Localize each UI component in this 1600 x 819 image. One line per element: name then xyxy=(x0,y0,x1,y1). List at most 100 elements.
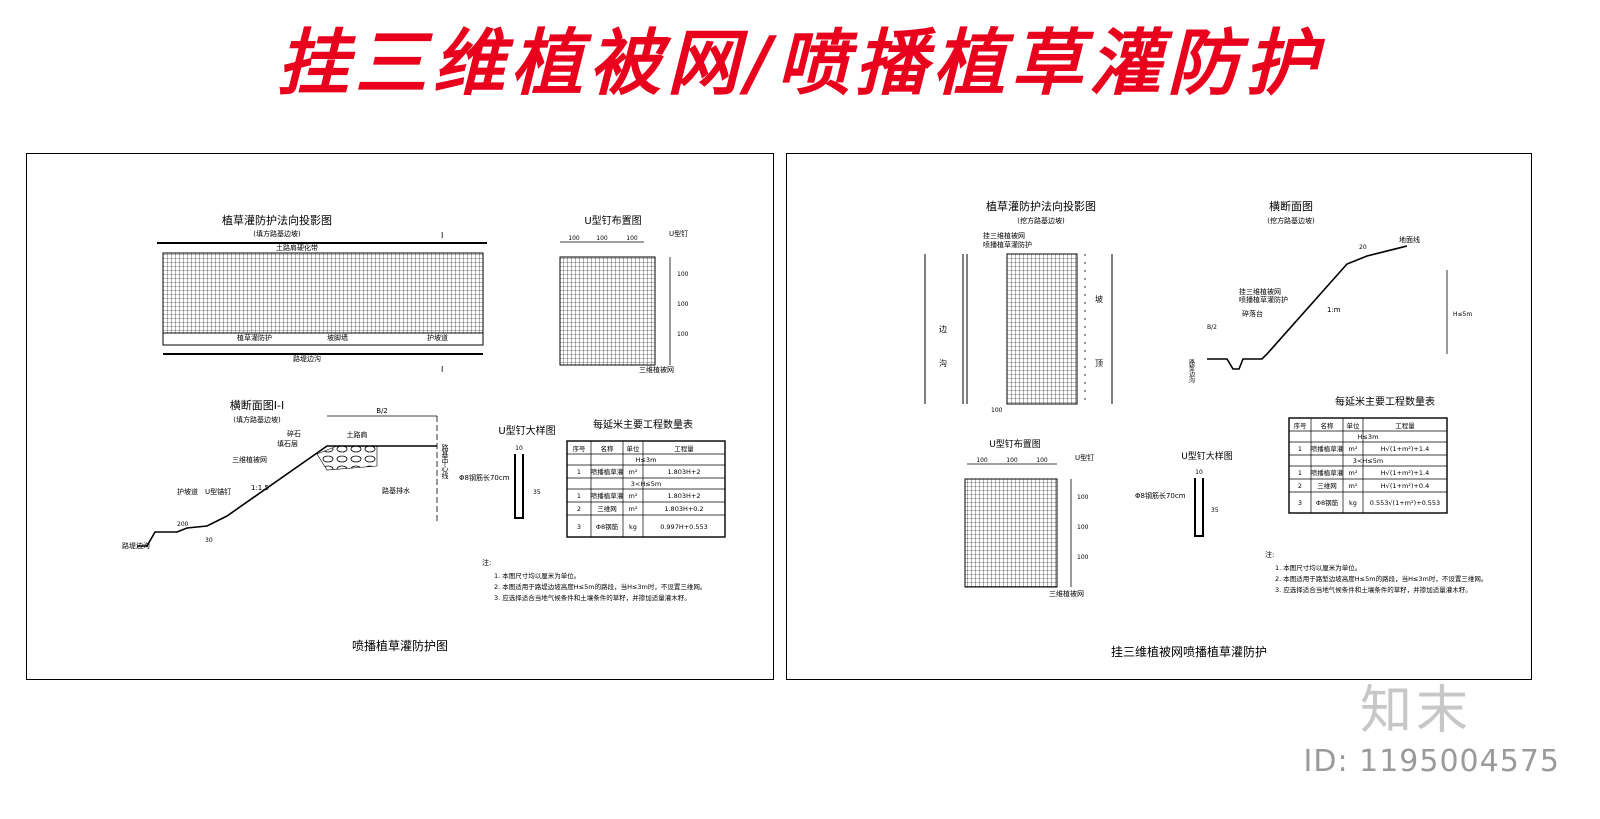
left-plan-middle-label: 植草灌防护 xyxy=(237,333,272,342)
right-table-cell: 喷播植草灌 xyxy=(1311,468,1344,477)
right-u-detail-shape xyxy=(1194,478,1204,537)
left-section-nail-label: U型锚钉 xyxy=(205,487,231,496)
left-plan-section-mark-top: I xyxy=(441,231,443,240)
left-plan-bottom-label: 路堤边沟 xyxy=(293,354,321,363)
right-section-net-label: 挂三维植被网 xyxy=(1239,287,1281,296)
left-section-protect-label: 护坡道 xyxy=(177,487,198,496)
left-table-cell: 喷播植草灌 xyxy=(591,491,624,500)
right-u-detail-height: 35 xyxy=(1211,507,1219,514)
right-u-layout-side-2: 100 xyxy=(1077,524,1089,531)
right-table-head-3: 单位 xyxy=(1347,421,1361,430)
left-table-cell: 0.997H+0.553 xyxy=(660,523,708,531)
right-table-cell: H√(1+m²)+0.4 xyxy=(1381,482,1429,490)
right-section-platform-label: 碎落台 xyxy=(1242,309,1263,318)
right-table-cell: m² xyxy=(1349,469,1358,477)
left-table-cell: 3 xyxy=(577,523,581,531)
right-plan-right-b: 顶 xyxy=(1095,359,1103,368)
left-plan-protect-band xyxy=(162,332,484,346)
left-sheet-caption: 喷播植草灌防护图 xyxy=(352,638,448,653)
right-table-frame xyxy=(1288,417,1448,514)
left-table-cell: m² xyxy=(629,492,638,500)
right-table-cell: 1 xyxy=(1298,469,1302,477)
left-table-cell: 三维网 xyxy=(597,504,617,513)
left-section-half-label: B/2 xyxy=(376,407,388,415)
right-section-subtitle: (挖方路基边坡) xyxy=(1267,216,1315,225)
left-table-head-4: 工程量 xyxy=(674,444,694,453)
left-plan-section-mark-bottom: I xyxy=(441,365,443,374)
left-plan-protect-label: 护坡道 xyxy=(427,333,448,342)
left-note-2: 2. 本图适用于路堤边坡高度H≤5m的路段，当H≤3m时，不设置三维网。 xyxy=(494,582,706,591)
right-u-layout-nail-label: U型钉 xyxy=(1075,453,1094,462)
left-u-layout-side-3: 100 xyxy=(677,331,689,338)
right-note-2: 2. 本图适用于路堑边坡高度H≤5m的路段，当H≤3m时，不设置三维网。 xyxy=(1275,574,1487,583)
right-table-group-2: 3<H≤5m xyxy=(1353,457,1383,465)
right-plan-grid xyxy=(1006,253,1078,405)
left-table-group-1: H≤3m xyxy=(636,456,657,464)
main-title: 挂三维植被网/喷播植草灌防护 xyxy=(276,20,1324,105)
left-table-cell: m² xyxy=(629,505,638,513)
right-plan-subtitle: (挖方路基边坡) xyxy=(1017,216,1065,225)
left-u-detail-width: 10 xyxy=(515,445,523,452)
left-table-cell: 1.803H+2 xyxy=(667,468,700,476)
left-notes-head: 注: xyxy=(482,558,491,567)
left-u-layout-side-1: 100 xyxy=(677,271,689,278)
right-table-head-1: 序号 xyxy=(1294,421,1308,430)
right-quantity-table: 序号 名称 单位 工程量 H≤3m 1 喷播植草灌 m² H√(1+m²)+1.… xyxy=(1288,417,1448,514)
right-section-profile xyxy=(1207,245,1408,370)
left-section-center-label: 路基中心线 xyxy=(441,443,449,479)
right-table-cell: 3 xyxy=(1298,499,1302,507)
right-plan-net-label: 挂三维植被网 xyxy=(983,231,1025,240)
left-u-detail-title: U型钉大样图 xyxy=(498,424,555,437)
right-u-layout-net-label: 三维植被网 xyxy=(1049,589,1084,598)
left-section-profile xyxy=(137,445,437,547)
left-section-ratio-label: 1:1.5 xyxy=(251,484,269,492)
left-section-stone-fill xyxy=(316,445,378,471)
left-table-cell: 1 xyxy=(577,492,581,500)
right-section-ditch-label: 路堑边沟 xyxy=(1188,358,1195,384)
left-note-1: 1. 本图尺寸均以厘米为单位。 xyxy=(494,571,580,580)
left-table-cell: 1.803H+2 xyxy=(667,492,700,500)
left-u-detail-shape xyxy=(514,454,524,519)
right-table-cell: Φ8钢筋 xyxy=(1316,498,1339,507)
left-section-stone-label: 填石层 xyxy=(277,439,298,448)
right-u-layout-grid xyxy=(964,478,1058,588)
right-u-layout-dim-1: 100 xyxy=(976,457,988,464)
left-section-geo-label: 碎石 xyxy=(287,429,301,438)
left-section-net-label: 三维植被网 xyxy=(232,455,267,464)
right-sheet-caption: 挂三维植被网喷播植草灌防护 xyxy=(1111,644,1267,659)
left-sheet-drawing: 植草灌防护法向投影图 (填方路基边坡) 土路肩硬化带 I 植草灌防护 坡脚墙 护… xyxy=(122,213,726,653)
right-sheet-drawing: 植草灌防护法向投影图 (挖方路基边坡) 挂三维植被网 喷播植草灌防护 边 沟 坡… xyxy=(924,199,1487,659)
right-u-detail-title: U型钉大样图 xyxy=(1181,450,1233,462)
right-table-head-4: 工程量 xyxy=(1395,421,1415,430)
left-note-3: 3. 应选择适合当地气候条件和土壤条件的草籽，并掺加适量灌木籽。 xyxy=(494,593,691,602)
right-plan-left-b: 沟 xyxy=(939,358,947,368)
left-table-head-3: 单位 xyxy=(627,444,641,453)
right-plan-left-a: 边 xyxy=(939,324,947,334)
right-plan-title: 植草灌防护法向投影图 xyxy=(986,199,1096,213)
right-section-dim-b: B/2 xyxy=(1207,324,1217,331)
left-plan-grid xyxy=(162,252,484,334)
right-table-cell: m² xyxy=(1349,445,1358,453)
drawing-sheet-right: 植草灌防护法向投影图 (挖方路基边坡) 挂三维植被网 喷播植草灌防护 边 沟 坡… xyxy=(786,153,1532,680)
right-u-detail-width: 10 xyxy=(1195,469,1203,476)
left-plan-title: 植草灌防护法向投影图 xyxy=(222,213,332,227)
left-table-cell: kg xyxy=(629,523,637,531)
right-u-layout-title: U型钉布置图 xyxy=(989,438,1041,450)
right-table-cell: 喷播植草灌 xyxy=(1311,444,1344,453)
right-plan-spray-label: 喷播植草灌防护 xyxy=(983,240,1032,249)
right-u-detail-rebar: Φ8钢筋长70cm xyxy=(1135,491,1186,500)
left-table-head-2: 名称 xyxy=(601,444,615,453)
left-u-layout-net-label: 三维植被网 xyxy=(639,365,674,374)
right-table-group-1: H≤3m xyxy=(1358,433,1379,441)
left-section-ditch-label: 路堤边沟 xyxy=(122,541,150,550)
right-note-1: 1. 本图尺寸均以厘米为单位。 xyxy=(1275,563,1361,572)
right-notes-head: 注: xyxy=(1265,550,1274,559)
left-table-group-2: 3<H≤5m xyxy=(631,480,661,488)
right-u-layout-side-3: 100 xyxy=(1077,554,1089,561)
watermark-id: ID: 1195004575 xyxy=(1303,744,1560,779)
left-plan-subtitle: (填方路基边坡) xyxy=(253,229,301,238)
left-u-layout-dim-3: 100 xyxy=(626,235,638,242)
left-section-drain-label: 路基排水 xyxy=(382,486,410,495)
left-u-detail-height: 35 xyxy=(533,489,541,496)
right-u-layout-dim-2: 100 xyxy=(1006,457,1018,464)
